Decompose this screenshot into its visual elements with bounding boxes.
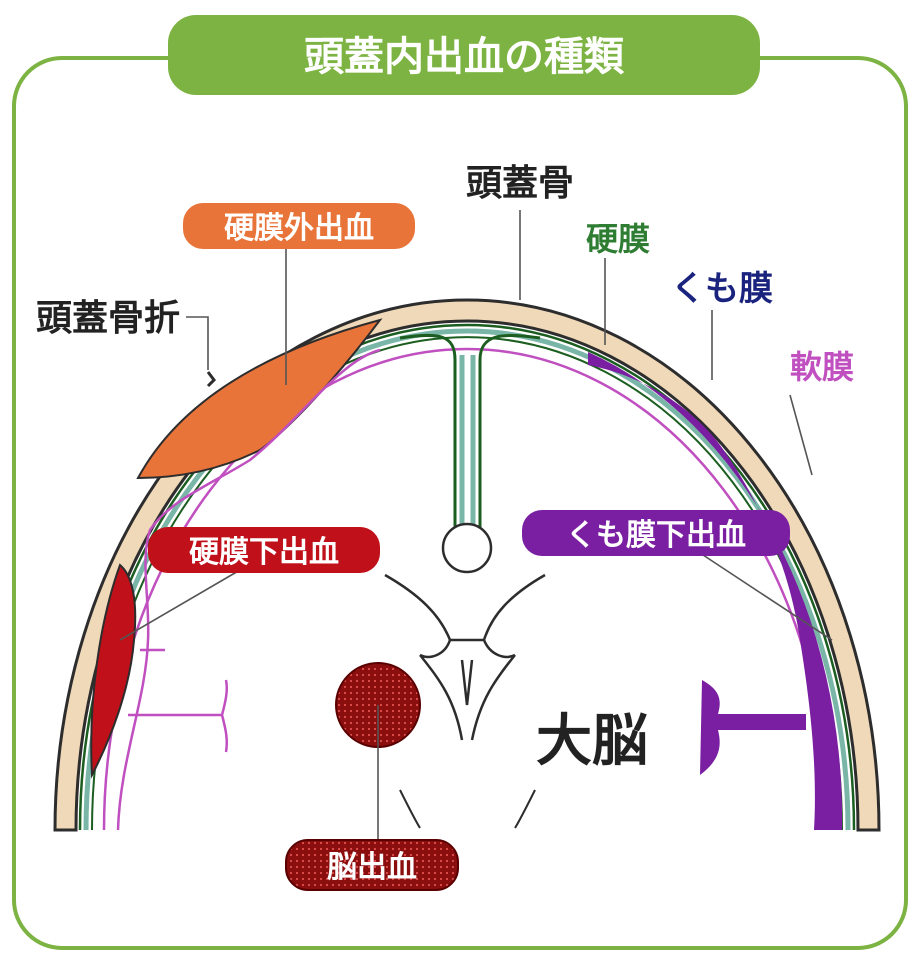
badge-intracerebral-text: 脳出血 [327,850,417,885]
label-dura: 硬膜 [586,220,650,258]
badge-subdural-text: 硬膜下出血 [189,535,339,570]
falx-inner [462,355,473,532]
third-ventricle [462,660,472,705]
sagittal-sinus [443,524,491,572]
leader-skull-fracture [186,317,208,370]
skull-fracture [208,372,214,386]
label-brain: 大脳 [536,709,648,774]
badge-subdural: 硬膜下出血 [148,527,380,573]
leader-pia [790,395,812,475]
badge-intracerebral: 脳出血 [286,840,458,890]
label-skull: 頭蓋骨 [466,163,574,204]
badge-subarachnoid-text: くも膜下出血 [566,518,746,553]
badge-epidural: 硬膜外出血 [183,203,415,249]
badge-epidural-text: 硬膜外出血 [224,211,374,246]
label-pia: 軟膜 [790,348,854,386]
label-skull-fracture: 頭蓋骨折 [36,298,180,339]
falx-cerebri [400,335,540,532]
title-text: 頭蓋内出血の種類 [304,34,625,80]
badge-subarachnoid: くも膜下出血 [522,510,790,556]
center-sulci [400,790,535,828]
epidural-hemorrhage [138,320,380,478]
label-arachnoid: くも膜 [671,269,773,309]
subarachnoid-sulcus [700,680,806,775]
